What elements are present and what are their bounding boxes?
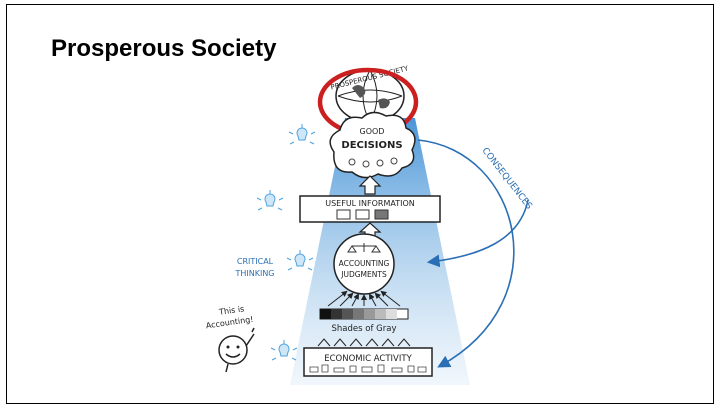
economic-activity-box (303, 347, 433, 377)
stick-figure-icon (218, 327, 255, 373)
decisions-label-line2: DECISIONS (341, 140, 402, 151)
shades-of-gray-label: Shades of Gray (332, 324, 397, 334)
consequences-arrow-to-judgments (426, 199, 529, 268)
consequences-label: CONSEQUENCES (479, 146, 533, 212)
lightbulb-icon-economic-activity (270, 340, 298, 361)
converging-arrows (327, 290, 401, 307)
lightbulb-icon-decisions (288, 124, 316, 145)
slide-title: Prosperous Society (51, 35, 277, 62)
small-up-arrows (317, 338, 411, 347)
speech-label-line1: This is (218, 304, 245, 317)
critical-thinking-label-line1: CRITICAL (237, 257, 274, 266)
useful-information-label: USEFUL INFORMATION (325, 199, 415, 208)
critical-thinking-label-line2: THINKING (234, 269, 274, 278)
accounting-label-line1: ACCOUNTING (339, 259, 390, 268)
decisions-label-line1: GOOD (360, 127, 385, 136)
useful-information-box (299, 195, 441, 223)
up-arrow-1 (358, 175, 382, 195)
globe-icon (335, 69, 405, 123)
economic-activity-label: ECONOMIC ACTIVITY (324, 354, 412, 364)
lightbulb-icon-information (256, 190, 284, 211)
lightbulb-icon-critical-thinking (286, 250, 314, 271)
shades-of-gray-bar (319, 308, 409, 320)
accounting-label-line2: JUDGMENTS (340, 270, 387, 279)
speech-label-line2: Accounting! (205, 315, 254, 331)
decisions-cloud (329, 111, 416, 179)
consequences-arrow-to-activity (417, 139, 515, 368)
